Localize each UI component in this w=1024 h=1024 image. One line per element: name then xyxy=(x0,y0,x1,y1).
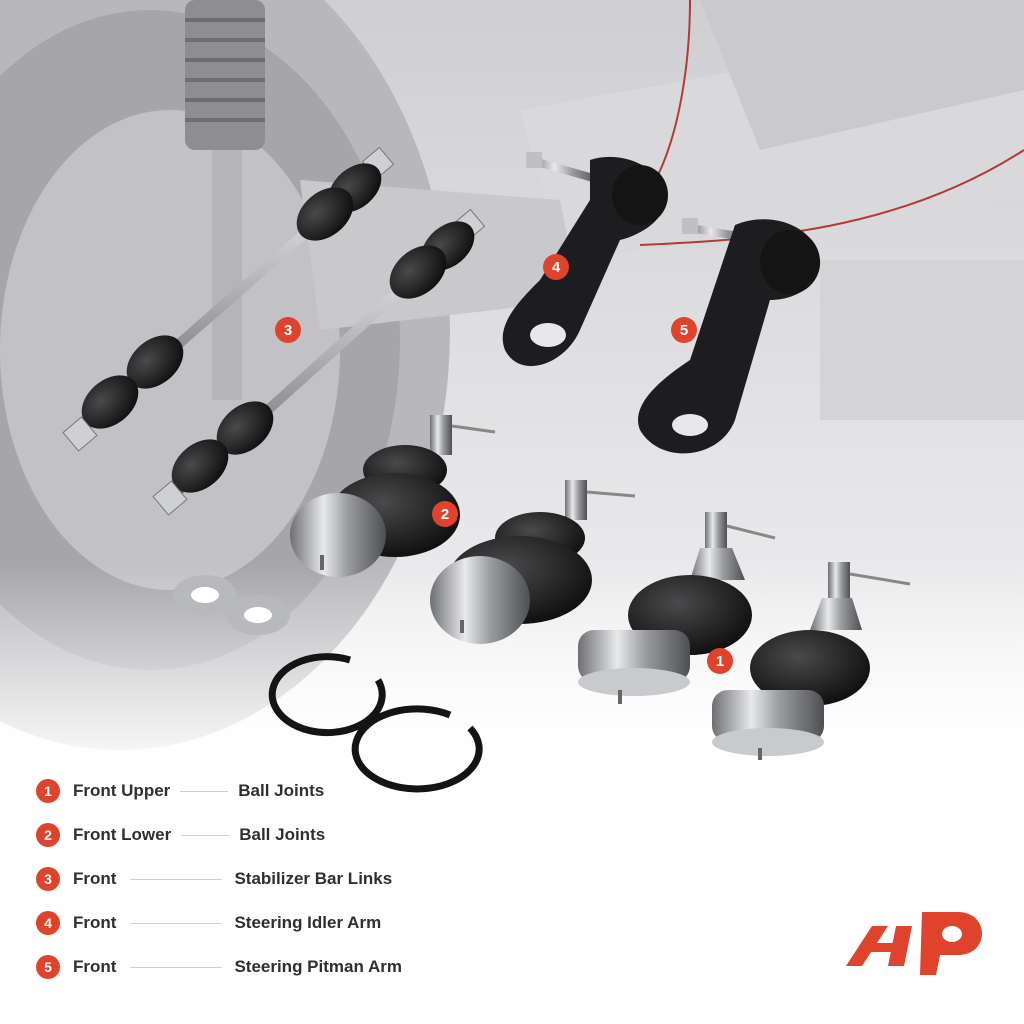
front-lower-ball-joints xyxy=(290,415,636,644)
legend-divider-line xyxy=(130,878,223,880)
washers xyxy=(173,575,290,635)
legend-number-badge: 2 xyxy=(36,823,60,847)
legend-part-name: Ball Joints xyxy=(239,825,326,844)
legend-part-name: Steering Idler Arm xyxy=(234,913,382,932)
callout-badge-5: 5 xyxy=(671,317,697,343)
legend-divider-line xyxy=(180,790,229,792)
legend-divider-line xyxy=(130,966,223,968)
upper-ball-joint-right xyxy=(712,562,911,760)
front-upper-ball-joints xyxy=(578,512,911,760)
lower-ball-joint-left xyxy=(290,415,496,577)
steering-pitman-arm xyxy=(638,218,821,454)
callout-badge-3: 3 xyxy=(275,317,301,343)
legend-row-5: 5 Front Steering Pitman Arm xyxy=(36,954,476,980)
legend-divider-line xyxy=(181,834,230,836)
snap-rings xyxy=(268,653,483,793)
steering-idler-arm xyxy=(502,152,668,367)
legend-row-4: 4 Front Steering Idler Arm xyxy=(36,910,476,936)
legend-number-badge: 3 xyxy=(36,867,60,891)
legend-position: Front xyxy=(73,913,117,932)
legend-row-2: 2 Front Lower Ball Joints xyxy=(36,822,476,848)
legend-part-name: Steering Pitman Arm xyxy=(234,957,402,976)
legend-position: Front xyxy=(73,869,117,888)
callout-badge-1: 1 xyxy=(707,648,733,674)
stabilizer-bar-links xyxy=(62,146,486,516)
legend-number-badge: 5 xyxy=(36,955,60,979)
legend-part-name: Ball Joints xyxy=(238,781,325,800)
upper-ball-joint-left xyxy=(578,512,776,704)
legend-number-badge: 4 xyxy=(36,911,60,935)
legend-divider-line xyxy=(130,922,223,924)
stabilizer-link-right xyxy=(152,208,486,516)
legend-part-name: Stabilizer Bar Links xyxy=(234,869,393,888)
legend-row-1: 1 Front Upper Ball Joints xyxy=(36,778,476,804)
legend-row-3: 3 Front Stabilizer Bar Links xyxy=(36,866,476,892)
lower-ball-joint-right xyxy=(430,480,636,644)
legend-position: Front Lower xyxy=(73,825,172,844)
legend-position: Front Upper xyxy=(73,781,171,800)
legend-position: Front xyxy=(73,957,117,976)
stabilizer-link-left xyxy=(62,146,395,452)
callout-badge-4: 4 xyxy=(543,254,569,280)
legend-number-badge: 1 xyxy=(36,779,60,803)
ap-logo xyxy=(846,912,982,975)
callout-badge-2: 2 xyxy=(432,501,458,527)
